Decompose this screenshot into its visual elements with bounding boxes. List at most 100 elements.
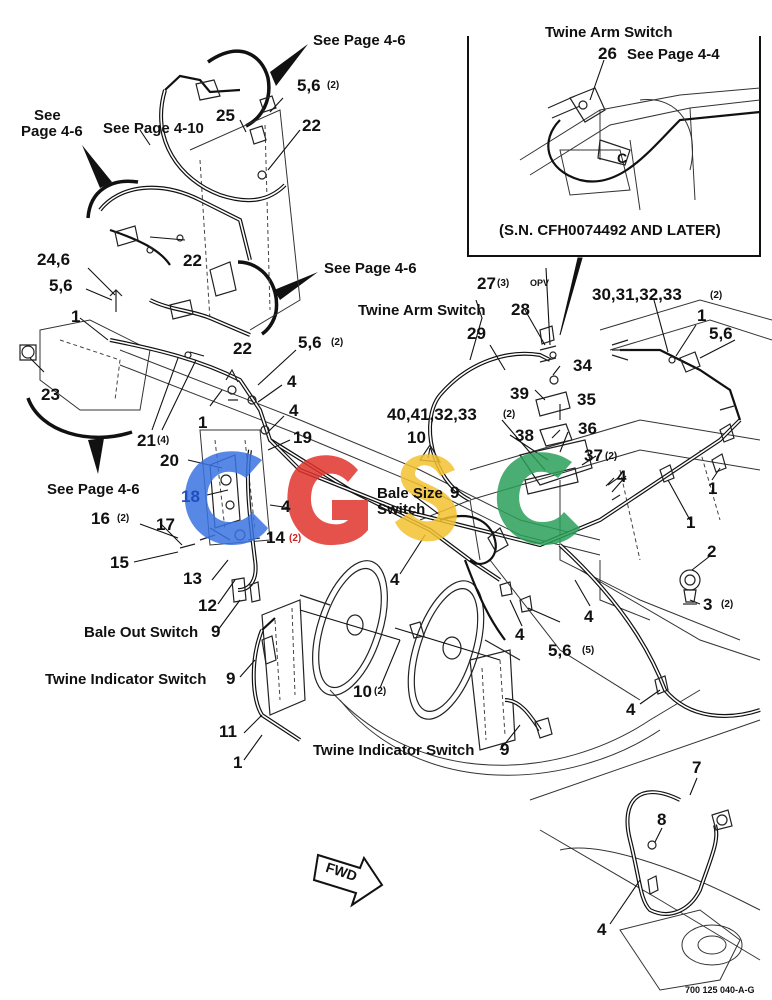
hardware-bits — [109, 95, 735, 895]
callout-4-b: 4 — [289, 401, 299, 420]
callout-1-b: 1 — [198, 413, 207, 432]
callout-9-bale-out: 9 — [211, 622, 220, 641]
callout-1-f: 1 — [686, 513, 695, 532]
callout-39: 39 — [510, 384, 529, 403]
callout-17: 17 — [156, 515, 175, 534]
drawing-code: 700 125 040-A-G — [685, 985, 755, 995]
callout-21: 21 — [137, 431, 156, 450]
callout-36: 36 — [578, 419, 597, 438]
bale-out-switch-label: Bale Out Switch — [84, 624, 198, 641]
callout-11: 11 — [219, 722, 237, 741]
callout-37: 37 — [584, 446, 603, 465]
callout-10-a: 10 — [407, 428, 426, 447]
callout-30-33: 30,31,32,33 — [592, 285, 682, 304]
callout-qty-2-top: (2) — [327, 80, 339, 91]
callout-22-low: 22 — [233, 339, 252, 358]
callout-4-e: 4 — [617, 467, 627, 486]
callout-opv: OPV — [530, 278, 549, 288]
twine-arm-switch-label: Twine Arm Switch — [358, 302, 486, 319]
callout-4-i: 4 — [597, 920, 607, 939]
callout-4-h: 4 — [626, 700, 636, 719]
callout-qty-2-30: (2) — [710, 290, 722, 301]
callout-qty-4: (4) — [157, 435, 169, 446]
watermark — [184, 451, 580, 545]
forward-arrow — [312, 853, 384, 908]
see-page-top: See Page 4-6 — [313, 32, 406, 49]
twine-disc-left — [299, 560, 401, 696]
callout-38: 38 — [515, 426, 534, 445]
callout-5-6-top: 5,6 — [297, 76, 321, 95]
callout-8: 8 — [657, 810, 666, 829]
twine-indicator-switch-label-2: Twine Indicator Switch — [313, 742, 474, 759]
callout-5-6-mid: 5,6 — [298, 333, 322, 352]
twine-indicator-switch-label-1: Twine Indicator Switch — [45, 671, 206, 688]
callout-1-d: 1 — [697, 306, 706, 325]
see-page-mid: See Page 4-6 — [324, 260, 417, 277]
callout-7: 7 — [692, 758, 701, 777]
callout-28: 28 — [511, 300, 530, 319]
callout-1-left: 1 — [71, 307, 80, 326]
inset-see-page: See Page 4-4 — [627, 46, 720, 63]
callout-qty-2-mid: (2) — [331, 337, 343, 348]
callout-qty-2-3: (2) — [721, 599, 733, 610]
callout-23: 23 — [41, 385, 60, 404]
callout-19: 19 — [293, 428, 312, 447]
callout-9-twine-1: 9 — [226, 669, 235, 688]
inset-border — [467, 36, 761, 257]
callout-13: 13 — [183, 569, 202, 588]
twine-switch-brackets — [261, 594, 521, 751]
callout-qty-2-40: (2) — [503, 409, 515, 420]
callout-9-bale-size: 9 — [450, 483, 459, 502]
callout-4-a: 4 — [287, 372, 297, 391]
callout-2: 2 — [707, 542, 716, 561]
reference-arcs — [26, 44, 318, 474]
callout-3: 3 — [703, 595, 712, 614]
callout-10-b: 10 — [353, 682, 372, 701]
callout-14: 14 — [266, 528, 285, 547]
callout-15: 15 — [110, 553, 129, 572]
inset-pointer-arrow — [559, 257, 583, 336]
inset-title: Twine Arm Switch — [545, 24, 673, 41]
bale-size-switch-label: Switch — [377, 501, 425, 518]
callout-4-g: 4 — [515, 625, 525, 644]
callout-20: 20 — [160, 451, 179, 470]
callout-qty-2-14: (2) — [289, 533, 301, 544]
page-4-6-left: Page 4-6 — [21, 123, 83, 140]
leader-lines — [29, 97, 736, 925]
callout-9-twine-2: 9 — [500, 740, 509, 759]
inset-panel — [467, 36, 761, 336]
callout-5-6-left: 5,6 — [49, 276, 73, 295]
inset-c-marker: C — [617, 150, 627, 166]
callout-27: 27 — [477, 274, 496, 293]
wire-harness — [98, 74, 761, 916]
callout-29: 29 — [467, 324, 486, 343]
callout-qty-2-10: (2) — [374, 686, 386, 697]
callout-16: 16 — [91, 509, 110, 528]
callout-22-mid: 22 — [183, 251, 202, 270]
callout-1-e: 1 — [708, 479, 717, 498]
see-page-bottom-left: See Page 4-6 — [47, 481, 140, 498]
callout-5-6-right: 5,6 — [709, 324, 733, 343]
callout-qty-5: (5) — [582, 645, 594, 656]
callout-25: 25 — [216, 106, 235, 125]
callout-1-c: 1 — [233, 753, 242, 772]
bale-size-label: Bale Size — [377, 485, 443, 502]
callout-34: 34 — [573, 356, 592, 375]
callout-5-6-bottom: 5,6 — [548, 641, 572, 660]
see-label-left: See — [34, 107, 61, 124]
callout-4-c: 4 — [281, 497, 291, 516]
callout-40-33: 40,41,32,33 — [387, 405, 477, 424]
callout-4-d: 4 — [390, 570, 400, 589]
callout-24-6: 24,6 — [37, 250, 70, 269]
see-page-4-10: See Page 4-10 — [103, 120, 204, 137]
inset-serial-note: (S.N. CFH0074492 AND LATER) — [499, 222, 721, 239]
callout-qty-3: (3) — [497, 278, 509, 289]
callout-qty-2-16: (2) — [117, 513, 129, 524]
inset-item-26: 26 — [598, 44, 617, 63]
callout-22-top: 22 — [302, 116, 321, 135]
callout-4-f: 4 — [584, 607, 594, 626]
callout-12: 12 — [198, 596, 217, 615]
callout-qty-2-37: (2) — [605, 451, 617, 462]
callout-35: 35 — [577, 390, 596, 409]
